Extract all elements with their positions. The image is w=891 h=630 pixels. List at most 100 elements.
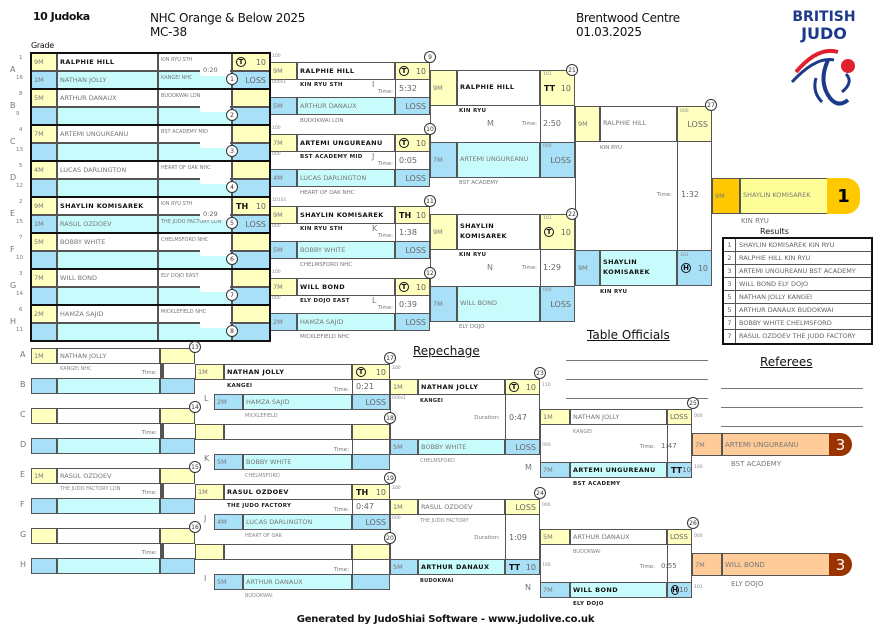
grade-cell xyxy=(31,438,57,454)
score-code: 000 xyxy=(272,224,281,229)
grade-cell: 9M xyxy=(430,70,457,106)
club-name: MICKLEFIELD NHC xyxy=(300,334,350,340)
time-cell xyxy=(667,544,692,583)
match-number-badge: 14 xyxy=(189,401,201,413)
score-cell xyxy=(232,161,270,179)
score-code: 101 xyxy=(680,253,689,258)
referee-signature-line xyxy=(721,426,863,427)
repechage-row-letter: C xyxy=(20,410,26,419)
competitor-name: RALPHIE HILL xyxy=(297,62,395,80)
result-place: 2 xyxy=(724,252,736,264)
score-value: LOSS xyxy=(245,219,266,229)
score-cell: LOSS xyxy=(395,313,430,331)
competitor-name: ARTEMI UNGUREANU xyxy=(457,142,540,178)
bronze-name: ARTEMI UNGUREANU xyxy=(722,433,830,456)
bronze-place-badge: 3 xyxy=(829,433,852,456)
match-number-badge: 22 xyxy=(566,208,578,220)
competitor-name: HAMZA SAJID xyxy=(57,305,158,323)
grade-cell: 7M xyxy=(430,286,457,322)
competitor-name: NATHAN JOLLY xyxy=(570,409,667,425)
club-name: KANGEI xyxy=(573,429,592,435)
grade-cell: 2M xyxy=(214,394,243,410)
club-name: BUDOKWAI xyxy=(573,549,601,555)
club-name: KIN RYU xyxy=(459,108,487,114)
match-number-badge: 4 xyxy=(226,181,238,193)
score-code: 100 xyxy=(392,486,401,491)
competitor-name xyxy=(57,179,158,197)
competitor-name: ARTHUR DANAUX xyxy=(57,89,158,107)
competitor-name: WILL BOND xyxy=(297,278,395,296)
result-competitor: ARTHUR DANAUX BUDOKWAI xyxy=(739,306,834,314)
grade-cell: 9M xyxy=(575,250,600,286)
score-value: 10 xyxy=(697,263,708,273)
club-name: HEART OF OAK NHC xyxy=(300,190,355,196)
competitor-name: WILL BOND xyxy=(57,269,158,287)
grade-cell: 1M xyxy=(390,379,418,395)
category: MC-38 xyxy=(150,25,187,39)
competitor-name: NATHAN JOLLY xyxy=(57,71,158,89)
competitor-name: ARTEMI UNGUREANU xyxy=(570,462,667,478)
club-name: KIN RYU STH xyxy=(300,226,343,232)
time-patch xyxy=(200,282,230,292)
competitor-name: LUCAS DARLINGTON xyxy=(297,169,395,187)
match-time: 1:09 xyxy=(509,533,527,542)
club-name: CHELMSFORD xyxy=(245,473,280,479)
score-code: 000 xyxy=(542,503,551,508)
pool-row-letter: C xyxy=(10,137,16,146)
score-cell: LOSS xyxy=(352,394,390,410)
time-label: Time: xyxy=(333,507,349,513)
club-name: KANGEI NHC xyxy=(60,366,92,372)
result-place: 5 xyxy=(724,304,736,316)
grade-cell: 7M xyxy=(430,142,457,178)
time-label: Time: xyxy=(377,233,393,239)
bronze-grade: 7M xyxy=(692,553,722,576)
match-letter: J xyxy=(372,152,375,161)
competitor-name xyxy=(57,143,158,161)
match-time: 0:21 xyxy=(356,382,374,391)
seed-number: 9 xyxy=(16,111,20,117)
match-time: 0:47 xyxy=(356,502,374,511)
competitor-name: WILL BOND xyxy=(457,286,540,322)
time-patch xyxy=(200,210,230,220)
seed-number: 2 xyxy=(19,199,23,205)
referee-signature-line xyxy=(721,407,863,408)
competitor-name: LUCAS DARLINGTON xyxy=(57,161,158,179)
grade-cell: 7M xyxy=(540,582,570,598)
seed-number: 11 xyxy=(16,327,23,333)
competitor-name xyxy=(57,323,158,341)
time-label: Time: xyxy=(639,564,655,570)
score-cell xyxy=(352,454,390,470)
grade-cell: 9M xyxy=(31,53,57,71)
club-name: ELY DOJO EAST xyxy=(300,298,350,304)
grade-cell xyxy=(31,528,57,544)
score-cell xyxy=(160,468,195,484)
time-patch xyxy=(200,318,230,328)
match-number-badge: 13 xyxy=(189,341,201,353)
pool-row-letter: G xyxy=(10,281,17,290)
match-letter: L xyxy=(372,296,377,305)
match-number-badge: 16 xyxy=(189,521,201,533)
time-label: Time: xyxy=(656,192,672,198)
competitor-name: ARTHUR DANAUX xyxy=(418,559,505,575)
match-letter: N xyxy=(487,263,493,272)
score-code: 10101 xyxy=(272,198,287,203)
competitor-name: RALPHIE HILL xyxy=(57,53,158,71)
bronze-place-badge: 3 xyxy=(829,553,852,576)
score-mark-icon: T xyxy=(399,282,409,292)
score-code: 110 xyxy=(542,383,551,388)
grade-cell: 1M xyxy=(195,364,224,380)
repechage-title: Repechage xyxy=(413,344,480,358)
competitor-name: BOBBY WHITE xyxy=(57,233,158,251)
competitor-name xyxy=(57,558,160,574)
competitor-name: NATHAN JOLLY xyxy=(224,364,352,380)
grade-cell: 7M xyxy=(31,269,57,287)
time-patch xyxy=(200,102,230,112)
grade-cell: 5M xyxy=(214,574,243,590)
score-cell: LOSS xyxy=(505,439,540,455)
score-cell xyxy=(232,269,270,287)
